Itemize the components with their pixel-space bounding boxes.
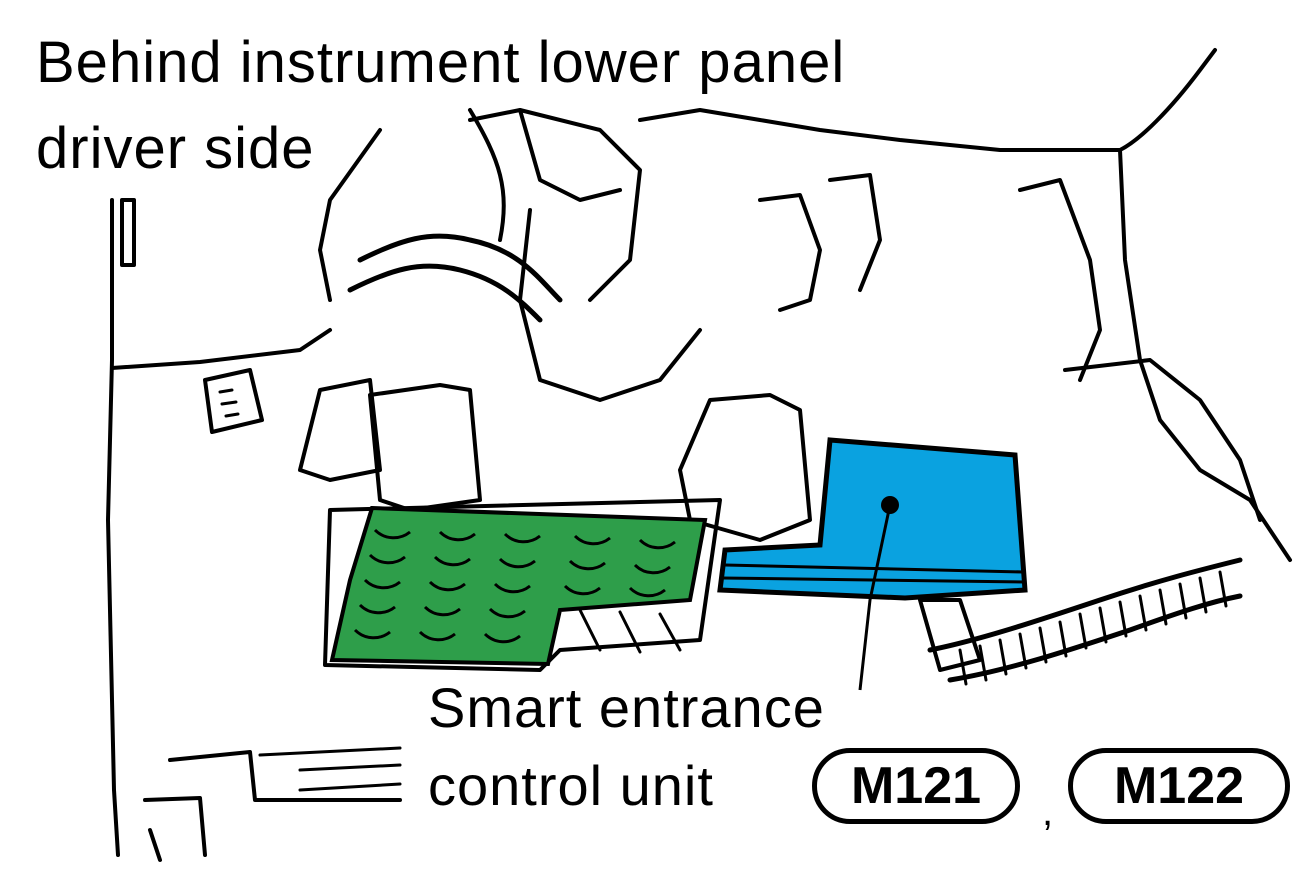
fuse-frame: [323, 498, 722, 672]
left-pillar: [106, 198, 120, 857]
callout-label-line1: Smart entrance: [428, 676, 825, 739]
connector-badge-m122: M122: [1068, 748, 1290, 824]
lower-trim: [110, 328, 332, 370]
relay-left: [298, 378, 382, 482]
wire-harness: [357, 233, 563, 303]
lower-left-detail: [168, 750, 402, 802]
callout-label-line2: control unit: [428, 754, 714, 817]
relay-right: [678, 393, 812, 542]
separator-comma: ,: [1042, 790, 1055, 834]
connector-badge-m121: M121: [812, 748, 1020, 824]
dash-right-cover: [1063, 358, 1262, 522]
left-bracket: [203, 368, 264, 434]
dash-top: [638, 108, 1122, 152]
smart-entrance-control-unit: [717, 437, 1028, 601]
relay-center: [368, 383, 482, 512]
location-label-line2: driver side: [36, 116, 315, 181]
left-pillar-inner: [120, 198, 136, 267]
fuse-block: [329, 505, 708, 667]
steering-column: [468, 108, 642, 302]
location-label-line1: Behind instrument lower panel: [36, 30, 846, 95]
leader-line: [858, 504, 892, 691]
harness-coil: [927, 557, 1243, 653]
